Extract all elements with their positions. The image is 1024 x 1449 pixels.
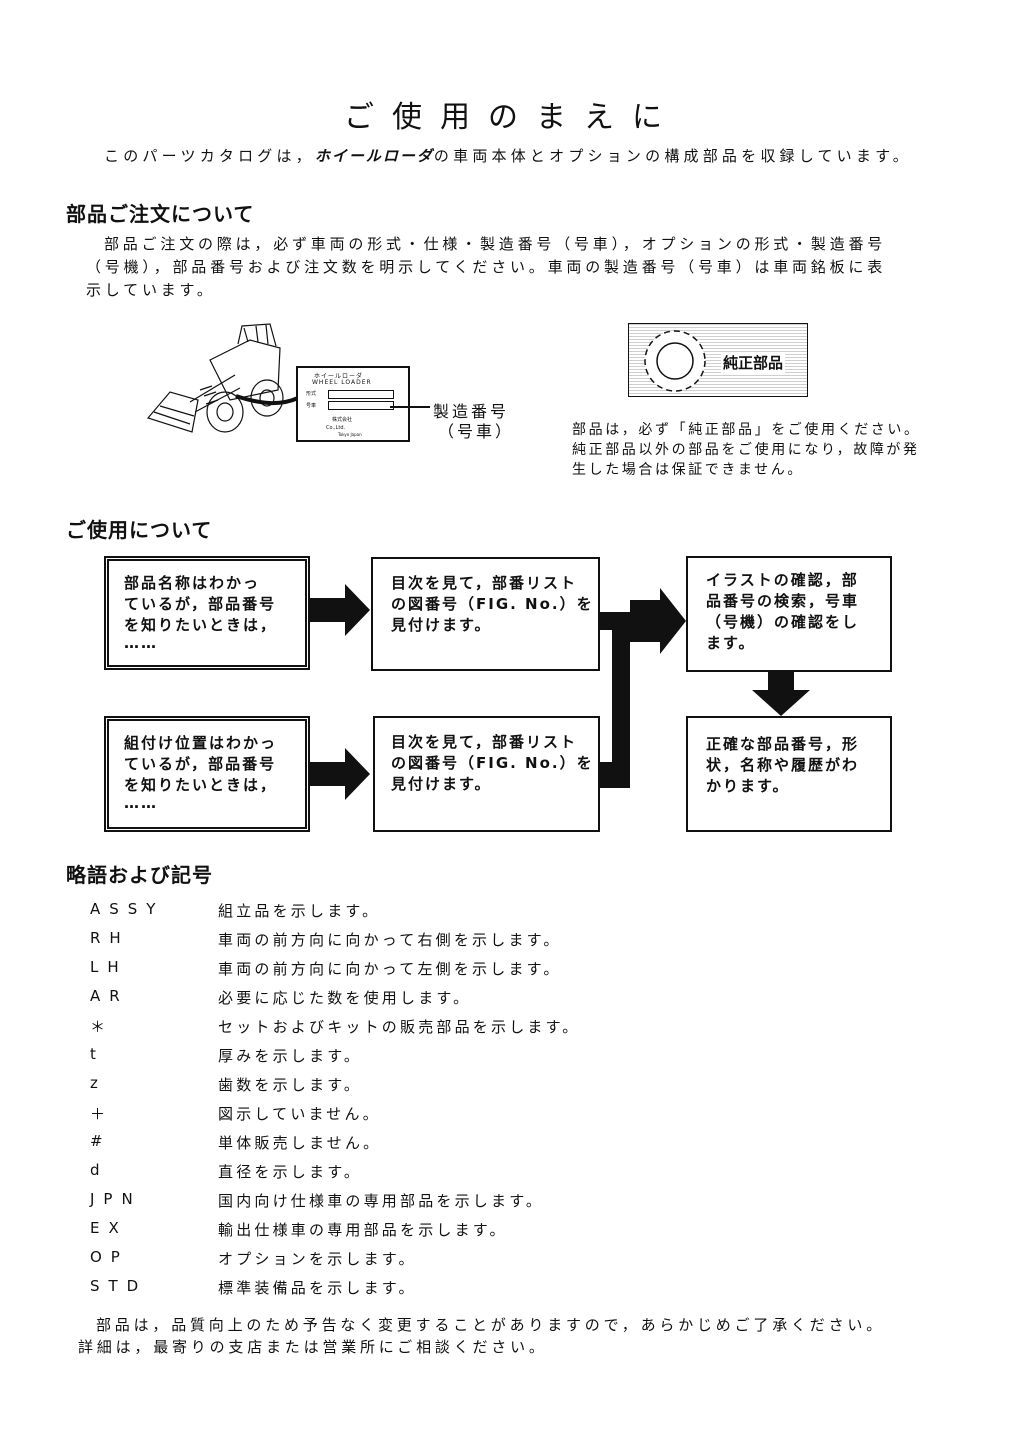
abbr-code: ＊: [90, 1018, 115, 1036]
arrow-to-c: [630, 588, 686, 654]
flow-box-b-line-2: の図番号（FIG. No.）を: [391, 595, 594, 613]
gear-icon: [644, 330, 706, 392]
intro-after: の車両本体とオプションの構成部品を収録しています。: [433, 147, 912, 165]
abbr-description: オプションを示します。: [218, 1250, 417, 1268]
nameplate-country: Tokyo Japan: [338, 432, 362, 437]
flow-box-d-line-3: を知りたいときは，: [124, 776, 278, 794]
genuine-note-1: 部品は，必ず「純正部品」をご使用ください。: [572, 422, 921, 438]
abbr-code: OP: [90, 1248, 129, 1266]
flow-box-f-line-1: 正確な部品番号，形: [706, 735, 860, 753]
flow-box-c-line-4: ます。: [706, 634, 756, 652]
abbr-description: 車両の前方向に向かって右側を示します。: [218, 931, 562, 949]
abbr-code: EX: [90, 1219, 128, 1237]
flow-box-e-line-3: 見付けます。: [391, 775, 492, 793]
serial-pointer-line: [390, 406, 430, 408]
serial-number-sub-label: （号車）: [438, 422, 515, 441]
flow-box-f-line-2: 状，名称や履歴がわ: [706, 756, 860, 774]
flow-box-toc-lookup-1: 目次を見て，部番リスト の図番号（FIG. No.）を 見付けます。: [371, 557, 600, 671]
flow-box-b-line-1: 目次を見て，部番リスト: [391, 574, 577, 592]
nameplate-line-1: ホイールローダ: [314, 373, 364, 380]
abbr-code: RH: [90, 929, 130, 947]
abbr-description: 単体販売しません。: [218, 1134, 382, 1152]
abbr-code: #: [90, 1132, 112, 1150]
order-line-3: 示しています。: [86, 281, 216, 299]
nameplate-line-2: WHEEL LOADER: [312, 379, 372, 386]
brand-name: ホイールローダ: [314, 147, 434, 165]
abbr-description: 歯数を示します。: [218, 1076, 363, 1094]
abbr-description: 車両の前方向に向かって左側を示します。: [218, 960, 562, 978]
nameplate-field-2-box: [328, 401, 394, 410]
arrow-c-to-f: [752, 672, 810, 716]
flow-box-a-line-4: ……: [124, 634, 158, 652]
intro-before: このパーツカタログは，: [104, 147, 315, 165]
page-title: ご使用のまえに: [344, 100, 680, 135]
usage-heading: ご使用について: [66, 518, 213, 542]
flow-box-toc-lookup-2: 目次を見て，部番リスト の図番号（FIG. No.）を 見付けます。: [373, 716, 600, 832]
abbr-description: 直径を示します。: [218, 1163, 363, 1181]
flow-box-c-line-3: （号機）の確認をし: [706, 613, 860, 631]
flow-box-b-line-3: 見付けます。: [391, 616, 492, 634]
abbr-description: 厚みを示します。: [218, 1047, 363, 1065]
connector-b-horizontal: [600, 612, 630, 630]
order-line-1: 部品ご注文の際は，必ず車両の形式・仕様・製造番号（号車），オプションの形式・製造…: [104, 235, 887, 253]
order-heading: 部品ご注文について: [66, 202, 255, 226]
nameplate-maker: 株式会社: [332, 417, 353, 423]
nameplate-field-2: 号車: [306, 403, 317, 409]
abbr-description: 国内向け仕様車の専用部品を示します。: [218, 1192, 545, 1210]
abbr-code: JPN: [90, 1190, 142, 1208]
connector-vertical: [612, 612, 630, 788]
flow-box-e-line-2: の図番号（FIG. No.）を: [391, 754, 594, 772]
flow-box-position-known: 組付け位置はわかっ ているが，部品番号 を知りたいときは， ……: [104, 716, 310, 832]
abbr-code: LH: [90, 958, 128, 976]
abbr-description: 標準装備品を示します。: [218, 1279, 417, 1297]
abbr-description: セットおよびキットの販売部品を示します。: [218, 1018, 581, 1036]
serial-number-label: 製造番号: [433, 402, 510, 421]
vehicle-nameplate: ホイールローダ WHEEL LOADER 形式 号車 株式会社 Co.,Ltd.…: [296, 366, 410, 442]
nameplate-field-1-box: [328, 390, 394, 399]
abbr-code: ASSY: [90, 900, 165, 918]
footer-line-1: 部品は，品質向上のため予告なく変更することがありますので，あらかじめご了承くださ…: [96, 1316, 886, 1334]
abbr-code: z: [90, 1074, 107, 1092]
abbr-code: STD: [90, 1277, 148, 1295]
abbr-description: 組立品を示します。: [218, 902, 381, 920]
abbr-code: t: [90, 1045, 105, 1063]
nameplate-field-1: 形式: [306, 391, 317, 397]
genuine-note-3: 生した場合は保証できません。: [572, 462, 804, 478]
abbr-description: 図示していません。: [218, 1105, 381, 1123]
genuine-note-2: 純正部品以外の部品をご使用になり，故障が発: [572, 442, 920, 458]
intro-text: このパーツカタログは，ホイールローダの車両本体とオプションの構成部品を収録してい…: [104, 145, 912, 166]
flow-box-f-line-3: かります。: [706, 777, 790, 795]
flow-box-c-line-1: イラストの確認，部: [706, 571, 859, 589]
abbr-code: AR: [90, 987, 129, 1005]
nameplate-maker-en: Co.,Ltd.: [326, 425, 346, 431]
abbr-heading: 略語および記号: [66, 863, 213, 887]
flow-box-a-line-1: 部品名称はわかっ: [124, 574, 261, 592]
flow-box-d-line-1: 組付け位置はわかっ: [124, 734, 278, 752]
abbr-description: 輸出仕様車の専用部品を示します。: [218, 1221, 508, 1239]
arrow-a-to-b: [310, 584, 370, 636]
abbr-code: d: [90, 1161, 109, 1179]
abbr-code: ＋: [90, 1105, 115, 1123]
footer-line-2: 詳細は，最寄りの支店または営業所にご相談ください。: [78, 1338, 548, 1356]
genuine-parts-logo: 純正部品: [628, 323, 808, 397]
wheel-loader-illustration: [146, 323, 299, 433]
flow-box-part-name-known: 部品名称はわかっ ているが，部品番号 を知りたいときは， ……: [104, 556, 310, 670]
abbr-description: 必要に応じた数を使用します。: [218, 989, 472, 1007]
flow-box-d-line-2: ているが，部品番号: [124, 755, 277, 773]
order-line-2: （号機），部品番号および注文数を明示してください。車両の製造番号（号車）は車両銘…: [86, 258, 887, 276]
flow-box-e-line-1: 目次を見て，部番リスト: [391, 733, 577, 751]
flow-box-c-line-2: 品番号の検索，号車: [706, 592, 860, 610]
arrow-d-to-e: [310, 748, 370, 800]
flow-box-d-line-4: ……: [124, 794, 158, 812]
genuine-parts-label: 純正部品: [721, 352, 786, 373]
flow-box-illustration-check: イラストの確認，部 品番号の検索，号車 （号機）の確認をし ます。: [686, 556, 892, 672]
flow-box-a-line-2: ているが，部品番号: [124, 595, 277, 613]
flow-box-a-line-3: を知りたいときは，: [124, 616, 278, 634]
flow-box-result: 正確な部品番号，形 状，名称や履歴がわ かります。: [686, 716, 892, 832]
